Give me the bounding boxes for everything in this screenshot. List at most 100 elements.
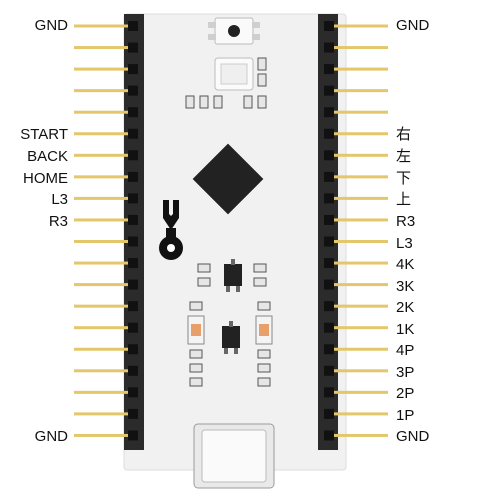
left-pin-pad-12 — [128, 279, 138, 290]
right-pin-pad-12 — [324, 279, 334, 290]
right-pin-lead-0 — [334, 24, 388, 28]
left-pin-lead-2 — [74, 67, 128, 71]
right-pin-pad-17 — [324, 387, 334, 398]
left-pin-pad-13 — [128, 301, 138, 312]
left-pin-lead-10 — [74, 240, 128, 243]
left-pin-pad-16 — [128, 365, 138, 376]
right-pin-pad-9 — [324, 214, 334, 225]
left-pin-lead-4 — [74, 110, 128, 114]
right-pin-lead-13 — [334, 304, 388, 308]
right-pin-label-0: GND — [396, 17, 430, 34]
right-pin-lead-7 — [334, 175, 388, 179]
right-pin-label-15: 4P — [396, 342, 415, 359]
left-pin-pad-2 — [128, 64, 138, 75]
right-pin-lead-3 — [334, 89, 388, 93]
left-pin-label-9: R3 — [48, 213, 68, 230]
right-pin-pad-3 — [324, 85, 334, 96]
left-pin-lead-19 — [74, 433, 128, 437]
right-pin-label-6: 左 — [396, 148, 412, 165]
right-pin-lead-12 — [334, 283, 388, 287]
left-pin-lead-17 — [74, 390, 128, 394]
left-pin-pad-7 — [128, 171, 138, 182]
left-pin-pad-4 — [128, 107, 138, 118]
right-pin-pad-7 — [324, 171, 334, 182]
left-pin-lead-5 — [74, 132, 128, 136]
right-pin-pad-18 — [324, 408, 334, 419]
right-pin-pad-14 — [324, 322, 334, 333]
wrench-logo-icon — [159, 200, 183, 260]
left-pin-lead-11 — [74, 261, 128, 265]
left-pin-pad-17 — [128, 387, 138, 398]
right-pin-label-19: GND — [396, 428, 430, 445]
right-pin-lead-8 — [334, 196, 388, 200]
left-pin-pad-9 — [128, 214, 138, 225]
left-pin-lead-14 — [74, 326, 128, 330]
left-pin-lead-8 — [74, 196, 128, 200]
right-pin-pad-15 — [324, 344, 334, 355]
left-pin-pad-0 — [128, 21, 138, 31]
right-pin-label-5: 右 — [396, 126, 412, 143]
right-pin-lead-17 — [334, 390, 388, 394]
right-pin-label-12: 3K — [396, 278, 415, 295]
left-pin-pad-11 — [128, 258, 138, 269]
left-pin-pad-1 — [128, 42, 138, 53]
left-pin-lead-6 — [74, 153, 128, 157]
mcu-chip-icon — [192, 143, 264, 215]
left-pin-pad-14 — [128, 322, 138, 333]
right-pin-label-18: 1P — [396, 407, 415, 424]
right-pin-lead-16 — [334, 369, 388, 373]
right-pin-lead-18 — [334, 412, 388, 416]
left-pin-label-19: GND — [34, 428, 68, 445]
left-pin-pad-10 — [128, 236, 138, 247]
left-pin-lead-13 — [74, 304, 128, 308]
right-pin-lead-2 — [334, 67, 388, 71]
right-pin-label-9: R3 — [396, 213, 416, 230]
right-pin-pad-10 — [324, 236, 334, 247]
right-pin-label-13: 2K — [396, 299, 415, 316]
crystal-component — [214, 57, 254, 91]
led-left — [187, 315, 205, 345]
transistor-bottom — [222, 321, 240, 354]
left-pin-lead-9 — [74, 218, 128, 222]
right-pin-pad-13 — [324, 301, 334, 312]
left-pin-lead-0 — [74, 24, 128, 28]
right-pin-label-14: 1K — [396, 321, 415, 338]
right-pin-label-8: 上 — [396, 191, 412, 208]
right-header-strip — [318, 14, 338, 450]
right-pin-label-16: 3P — [396, 364, 415, 381]
left-pin-lead-3 — [74, 89, 128, 93]
right-pin-pad-0 — [324, 21, 334, 31]
right-pin-lead-10 — [334, 240, 388, 243]
led-right — [255, 315, 273, 345]
left-pin-label-8: L3 — [51, 191, 68, 208]
left-pin-label-7: HOME — [23, 170, 68, 187]
reset-button-icon — [208, 17, 260, 45]
right-pin-pad-1 — [324, 42, 334, 53]
left-pin-lead-7 — [74, 175, 128, 179]
right-pin-lead-19 — [334, 433, 388, 437]
right-pin-lead-5 — [334, 132, 388, 136]
left-pin-pad-15 — [128, 344, 138, 355]
left-pin-pad-19 — [128, 430, 138, 441]
right-pin-lead-9 — [334, 218, 388, 222]
right-pin-lead-1 — [334, 46, 388, 50]
left-pin-lead-18 — [74, 412, 128, 416]
right-pin-pad-16 — [324, 365, 334, 376]
small-smd-parts — [185, 57, 271, 387]
right-pin-label-10: L3 — [396, 235, 413, 252]
left-pin-pad-8 — [128, 193, 138, 204]
left-pin-lead-12 — [74, 283, 128, 287]
left-pin-label-5: START — [20, 126, 68, 143]
right-pin-lead-14 — [334, 326, 388, 330]
left-pin-pad-5 — [128, 128, 138, 139]
right-pin-pad-19 — [324, 430, 334, 441]
transistor-top — [224, 259, 242, 292]
right-pin-pad-5 — [324, 128, 334, 139]
left-pin-pad-18 — [128, 408, 138, 419]
right-pin-lead-4 — [334, 110, 388, 114]
right-pin-pad-2 — [324, 64, 334, 75]
right-pin-lead-6 — [334, 153, 388, 157]
left-pin-pad-6 — [128, 150, 138, 161]
